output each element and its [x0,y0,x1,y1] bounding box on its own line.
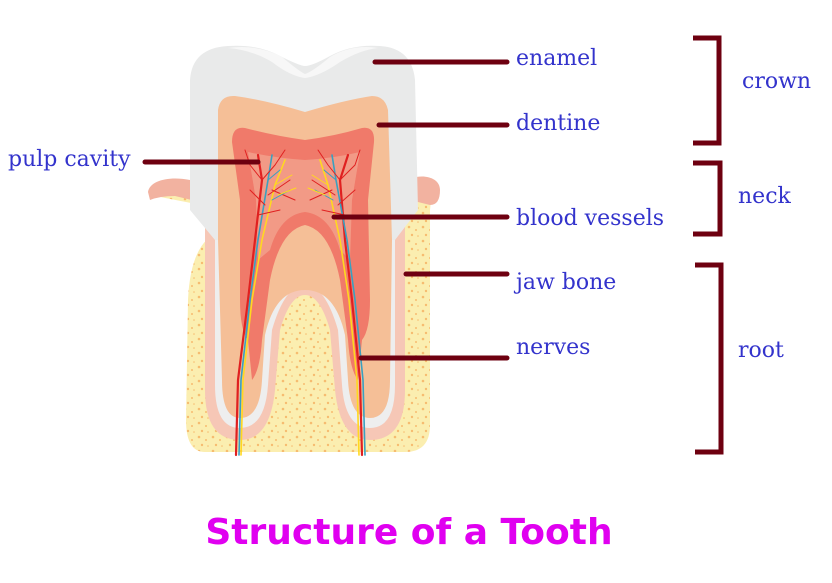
label-neck: neck [738,184,791,209]
right-neurovascular-bundle [307,149,366,457]
label-enamel: enamel [516,46,598,71]
left-neurovascular-bundle [234,149,297,457]
label-jaw-bone: jaw bone [516,270,617,295]
bracket-neck [693,160,723,237]
diagram-title: Structure of a Tooth [205,512,613,553]
label-crown: crown [742,69,812,94]
pulp-inner [248,152,360,260]
label-root: root [738,338,784,363]
label-nerves: nerves [516,335,591,360]
enamel-highlight [228,47,378,78]
label-pulp-cavity: pulp cavity [8,147,131,172]
label-dentine: dentine [516,111,601,136]
region-brackets [693,35,724,455]
label-blood-vessels: blood vessels [516,206,665,231]
bracket-root [695,262,724,455]
leader-lines [142,59,510,361]
bracket-crown [693,35,722,146]
